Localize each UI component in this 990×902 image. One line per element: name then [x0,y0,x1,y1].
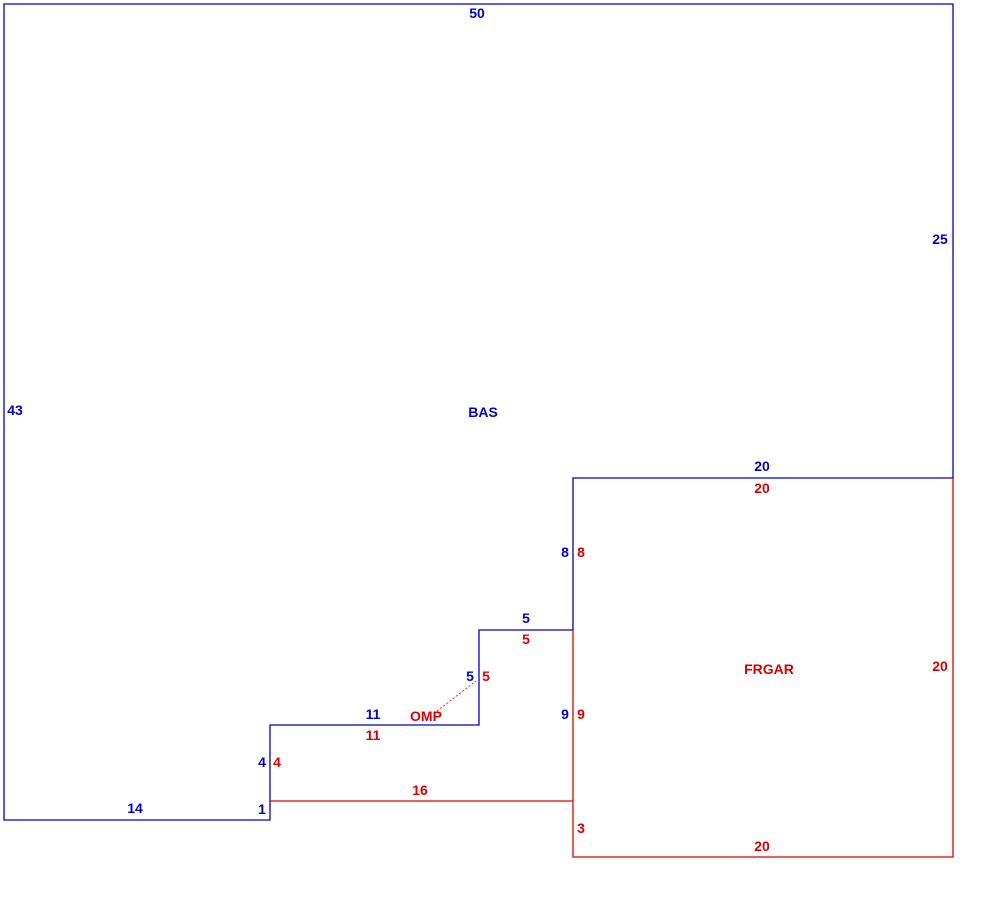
bas-perimeter [3,3,954,821]
dim-gar-16: 16 [412,782,428,798]
dim-bas-step-4: 4 [258,754,266,770]
area-label-omp: OMP [410,708,442,724]
omp-leader-line [436,680,477,712]
dim-bas-step-5v: 5 [466,668,474,684]
dim-gar-3: 3 [577,820,585,836]
dim-bas-jog-small: 1 [258,801,266,817]
frgar-dimension-labels: 20 20 20 8 9 3 16 11 5 5 4 [273,480,948,854]
dim-gar-9-outer: 9 [577,706,585,722]
dim-bas-left: 43 [7,402,23,418]
dim-bas-step-8: 8 [561,544,569,560]
area-label-frgar: FRGAR [744,661,794,677]
bas-outline [3,3,954,821]
frgar-perimeter [572,478,954,858]
dim-gar-right: 20 [932,658,948,674]
dim-gar-bottom: 20 [754,838,770,854]
dim-bas-garage-top: 20 [754,458,770,474]
dim-gar-8: 8 [577,544,585,560]
bas-dimension-labels: 50 43 25 14 1 4 11 5 5 8 20 9 [7,5,948,817]
area-label-bas: BAS [468,404,498,420]
dim-gar-11: 11 [366,727,381,743]
dim-bas-step-5h: 5 [522,610,530,626]
dim-gar-top: 20 [754,480,770,496]
dim-gar-9-inner: 9 [561,706,569,722]
dim-gar-5h: 5 [522,631,530,647]
dim-gar-4: 4 [273,754,281,770]
dim-bas-step-11: 11 [366,706,381,722]
dim-bas-right: 25 [932,231,948,247]
dim-bas-top: 50 [469,5,485,21]
dim-gar-5v: 5 [482,668,490,684]
dim-bas-bottom-left: 14 [127,800,143,816]
frgar-outline [270,478,954,858]
